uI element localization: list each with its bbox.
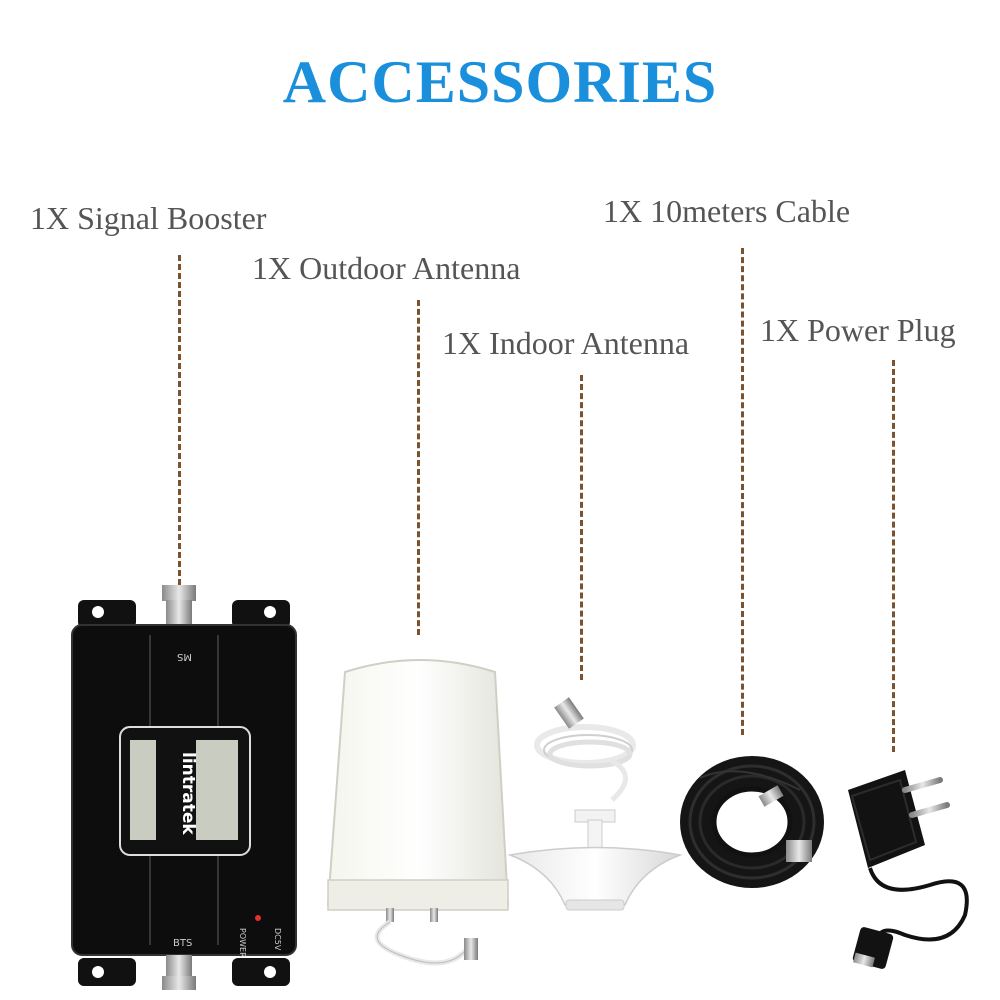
booster-mount-ear	[232, 600, 290, 628]
leader-line-indoor-antenna	[580, 375, 583, 680]
outdoor-antenna-image	[326, 659, 510, 966]
leader-line-power-plug	[892, 360, 895, 752]
label-power-plug: 1X Power Plug	[760, 312, 956, 348]
leader-line-cable	[741, 248, 744, 735]
power-led	[255, 915, 261, 921]
booster-brand: lintratek	[178, 752, 198, 835]
booster-mount-ear	[78, 958, 136, 986]
label-cable: 1X 10meters Cable	[603, 193, 851, 229]
dc-label: DC5V	[273, 928, 282, 951]
indoor-antenna-image	[507, 697, 683, 911]
signal-booster-image: lintratek MS BTS POWER DC5V	[71, 585, 297, 990]
booster-mount-ear	[232, 958, 290, 986]
label-signal-booster: 1X Signal Booster	[30, 200, 267, 236]
lcd-right	[196, 740, 238, 840]
leader-line-outdoor-antenna	[417, 300, 420, 635]
connector-top	[162, 585, 196, 601]
booster-mount-ear	[78, 600, 136, 628]
port-label-bts: BTS	[173, 938, 192, 949]
page-title: ACCESSORIES	[282, 49, 718, 115]
power-label: POWER	[238, 928, 247, 958]
label-outdoor-antenna: 1X Outdoor Antenna	[252, 250, 521, 286]
label-indoor-antenna: 1X Indoor Antenna	[442, 325, 690, 361]
power-plug-image	[848, 770, 969, 969]
cable-coil-image	[680, 756, 824, 888]
port-label-ms: MS	[177, 651, 192, 662]
leader-line-booster	[178, 255, 181, 585]
lcd-left	[130, 740, 156, 840]
connector-bottom	[166, 955, 192, 977]
